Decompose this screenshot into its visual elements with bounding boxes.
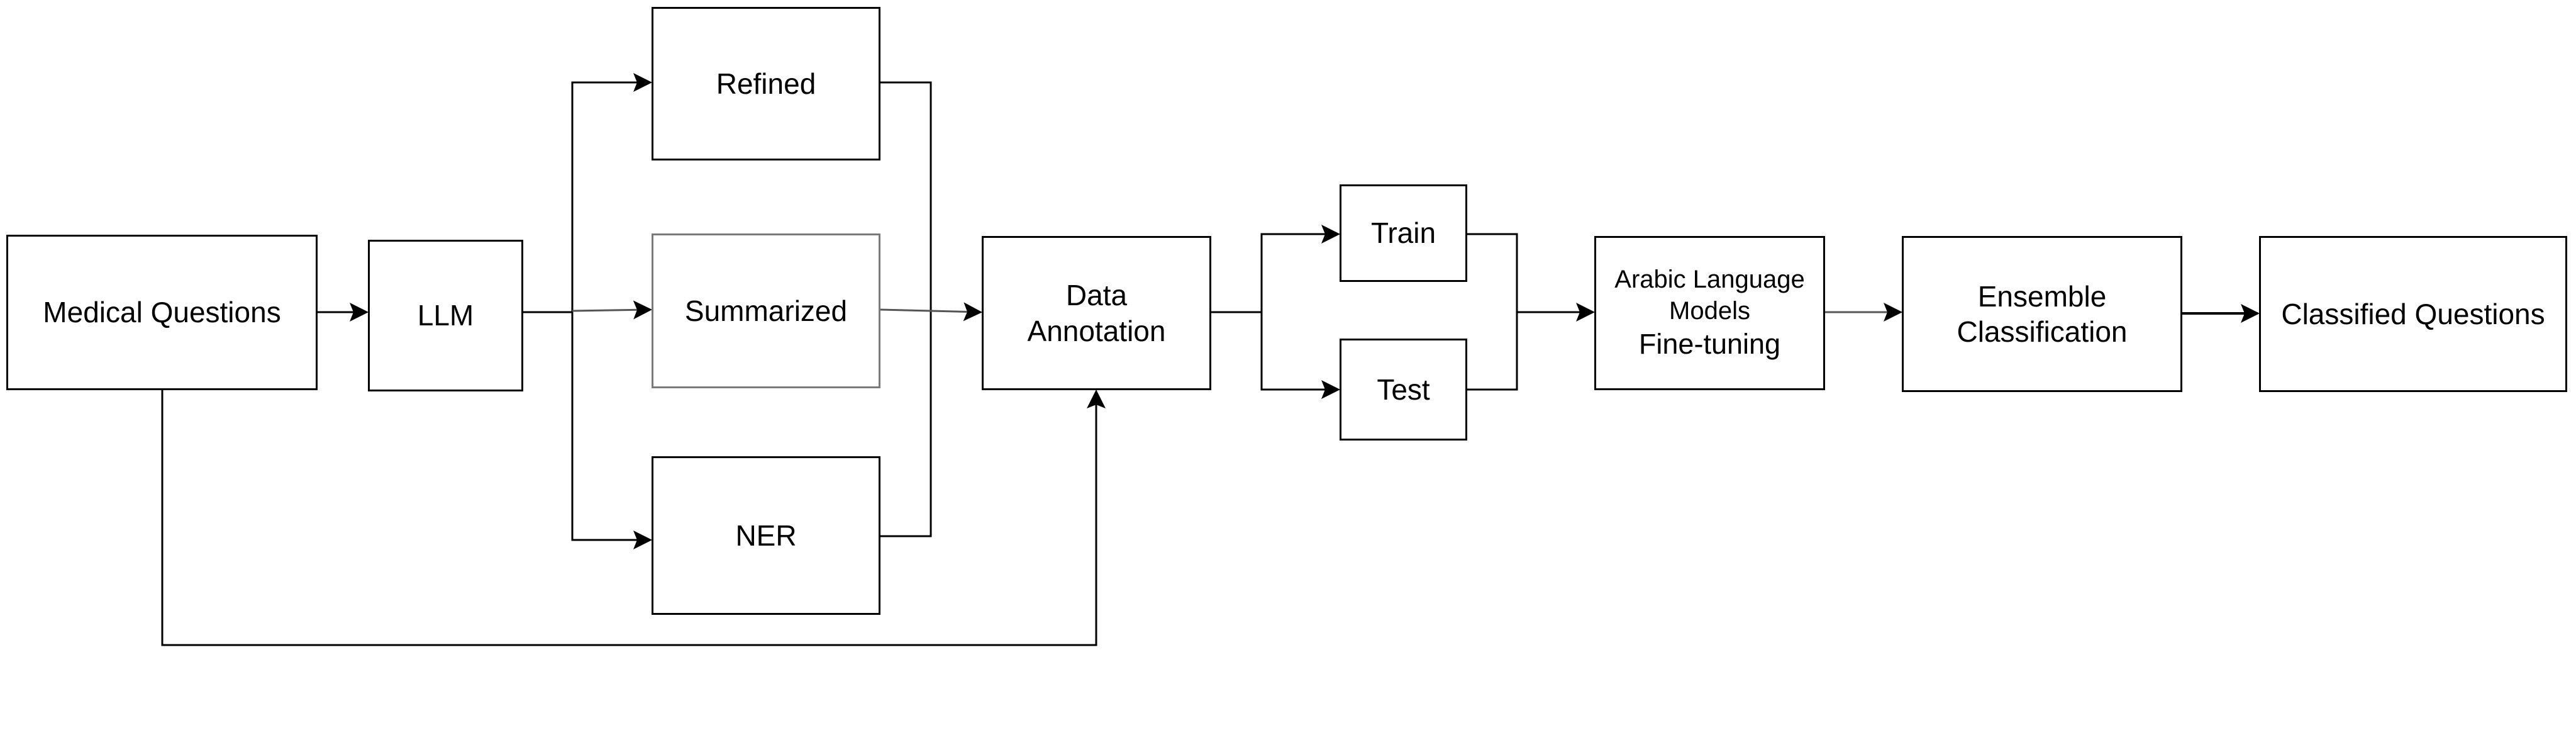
node-data-annotation: Data Annotation [982,236,1211,390]
node-train-label: Train [1370,216,1436,250]
node-classified-questions-label: Classified Questions [2281,297,2545,330]
edge-annotation-to-test [1260,312,1340,399]
edge-llm-to-refined [571,73,652,312]
edge-annotation-to-train [1260,225,1340,312]
node-summarized-label: Summarized [684,294,848,327]
edge-test-to-finetuning [1467,312,1518,391]
node-classified-questions: Classified Questions [2259,236,2567,392]
node-llm-label: LLM [417,299,474,332]
node-data-annotation-label-line-1: Data [1065,279,1128,312]
edge-llm-to-summarized [572,300,652,320]
node-summarized: Summarized [652,233,880,388]
node-fine-tuning-label-line-1: Arabic Language [1614,266,1805,294]
node-test-label: Test [1377,373,1430,406]
node-fine-tuning: Arabic Language Models Fine-tuning [1594,236,1825,390]
edge-ner-to-annotation [880,312,932,537]
edge-llm-to-ner [571,312,652,549]
node-train: Train [1340,184,1467,282]
node-ensemble-classification: Ensemble Classification [1902,236,2182,392]
node-fine-tuning-label-line-3: Fine-tuning [1638,328,1781,361]
edge-refined-to-annotation [880,81,932,312]
node-medical-questions: Medical Questions [6,235,318,390]
node-fine-tuning-label-line-2: Models [1669,297,1750,325]
node-ensemble-label-line-2: Classification [1957,315,2128,348]
edge-summarized-to-annotation [880,302,982,322]
node-ner-label: NER [735,519,797,552]
node-ensemble-label-line-1: Ensemble [1977,279,2107,313]
node-refined-label: Refined [716,67,816,100]
node-medical-questions-label: Medical Questions [43,296,281,329]
node-ner: NER [652,456,880,615]
edge-train-to-finetuning [1467,233,1518,312]
node-data-annotation-label-line-2: Annotation [1027,314,1166,347]
node-refined: Refined [652,7,880,160]
edge-medical-to-annotation [161,390,1106,646]
node-llm: LLM [368,240,523,391]
node-test: Test [1340,339,1467,441]
